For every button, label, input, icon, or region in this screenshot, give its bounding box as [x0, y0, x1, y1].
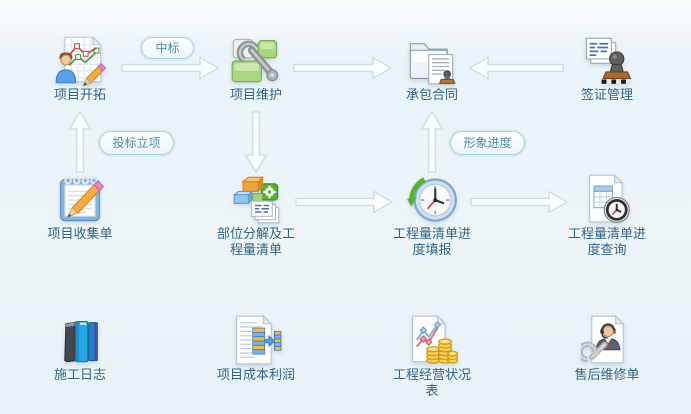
flow-label-win-bid: 中标 [141, 37, 194, 59]
arrow-project-maintenance-to-part-breakdown [244, 111, 268, 173]
flow-label-bid-project-setup: 投标立项 [99, 131, 174, 155]
node-label: 项目成本利润 [216, 368, 295, 383]
node-label: 承包合同 [405, 88, 458, 103]
node-business-status-report[interactable]: 工程经营状况 表 [377, 314, 487, 400]
node-project-cost-profit[interactable]: 项目成本利润 [201, 314, 311, 384]
node-construction-log[interactable]: 施工日志 [25, 314, 135, 384]
node-boq-progress-query[interactable]: 工程量清单进 度查询 [552, 173, 662, 259]
chart-person-pencil-icon [54, 34, 106, 86]
node-label: 项目开拓 [53, 88, 106, 103]
node-after-sales-repair[interactable]: 售后维修单 [552, 314, 662, 384]
node-label: 签证管理 [580, 88, 633, 103]
documents-stamp-icon [581, 34, 633, 86]
notepad-pencil-icon [54, 173, 106, 225]
node-contract[interactable]: 承包合同 [377, 34, 487, 104]
node-project-collection-form[interactable]: 项目收集单 [25, 173, 135, 243]
node-boq-progress-fill[interactable]: 工程量清单进 度填报 [377, 173, 487, 259]
node-visa-management[interactable]: 签证管理 [552, 34, 662, 104]
clock-refresh-icon [406, 173, 458, 225]
blocks-gear-papers-icon [230, 173, 282, 225]
flow-label-visual-progress: 形象进度 [450, 131, 525, 155]
books-icon [54, 314, 106, 366]
node-label: 售后维修单 [574, 368, 640, 383]
document-support-wrench-icon [581, 314, 633, 366]
node-part-breakdown-boq[interactable]: 部位分解及工 程量清单 [201, 173, 311, 259]
node-label: 工程量清单进 度查询 [567, 227, 646, 258]
arrow-progress-fill-to-contract [420, 111, 444, 173]
document-tables-icon [230, 314, 282, 366]
node-label: 部位分解及工 程量清单 [216, 227, 295, 258]
wrench-blocks-icon [230, 34, 282, 86]
node-label: 项目收集单 [47, 227, 113, 242]
node-label: 工程量清单进 度填报 [392, 227, 471, 258]
node-label: 项目维护 [229, 88, 282, 103]
node-label: 工程经营状况 表 [392, 368, 471, 399]
node-project-development[interactable]: 项目开拓 [25, 34, 135, 104]
arrow-collection-form-to-project-development [68, 111, 92, 173]
folder-document-stamp-icon [406, 34, 458, 86]
document-clock-icon [581, 173, 633, 225]
node-label: 施工日志 [53, 368, 106, 383]
chart-coins-icon [406, 314, 458, 366]
node-project-maintenance[interactable]: 项目维护 [201, 34, 311, 104]
